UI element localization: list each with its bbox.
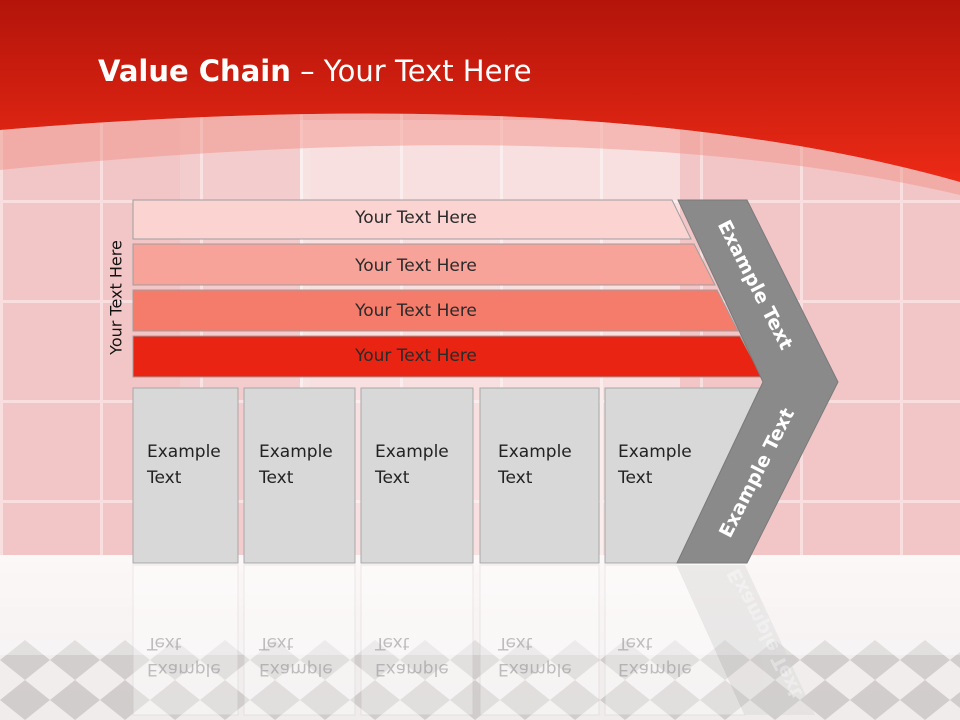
column-5-line2: Text bbox=[618, 468, 653, 488]
reflection-group bbox=[132, 564, 815, 716]
column-2-reflection: Example Text bbox=[259, 630, 333, 682]
column-4-reflection: Example Text bbox=[498, 630, 572, 682]
column-3-reflection: Example Text bbox=[375, 630, 449, 682]
column-3-line2: Text bbox=[375, 468, 410, 488]
bar-1-shape bbox=[132, 199, 692, 240]
bar-4-label: Your Text Here bbox=[355, 346, 477, 366]
bar-2-shape bbox=[132, 243, 716, 286]
column-1-line1: Example bbox=[147, 442, 221, 462]
column-1-line2: Text bbox=[147, 468, 182, 488]
column-2-reflection-line2: Text bbox=[259, 633, 294, 653]
column-5-line1: Example bbox=[618, 442, 692, 462]
column-4-line2: Text bbox=[498, 468, 533, 488]
column-2-line1: Example bbox=[259, 442, 333, 462]
column-5-reflection-line1: Example bbox=[618, 659, 692, 679]
column-1-shape bbox=[132, 387, 239, 564]
title-bold: Value Chain bbox=[98, 54, 291, 88]
column-3-line1: Example bbox=[375, 442, 449, 462]
column-4-shape bbox=[479, 387, 600, 564]
column-2-shape bbox=[243, 387, 356, 564]
column-1-reflection: Example Text bbox=[147, 630, 221, 682]
column-4-reflection-line1: Example bbox=[498, 659, 572, 679]
bar-1-label: Your Text Here bbox=[355, 208, 477, 228]
column-4-reflection-line2: Text bbox=[498, 633, 533, 653]
title-rest: – Your Text Here bbox=[290, 54, 532, 88]
column-3-shape bbox=[360, 387, 474, 564]
column-5-reflection-line2: Text bbox=[618, 633, 653, 653]
bar-2-label: Your Text Here bbox=[355, 256, 477, 276]
column-1-reflection-line2: Text bbox=[147, 633, 182, 653]
bar-3-label: Your Text Here bbox=[355, 301, 477, 321]
column-4-line1: Example bbox=[498, 442, 572, 462]
chevron-arrow-shape bbox=[676, 199, 839, 564]
column-3-reflection-line1: Example bbox=[375, 659, 449, 679]
column-2-reflection-line1: Example bbox=[259, 659, 333, 679]
column-2-line2: Text bbox=[259, 468, 294, 488]
page-title: Value Chain – Your Text Here bbox=[98, 54, 532, 88]
column-5-reflection: Example Text bbox=[618, 630, 692, 682]
column-3-reflection-line2: Text bbox=[375, 633, 410, 653]
bar-3-shape bbox=[132, 289, 739, 332]
column-1-reflection-line1: Example bbox=[147, 659, 221, 679]
